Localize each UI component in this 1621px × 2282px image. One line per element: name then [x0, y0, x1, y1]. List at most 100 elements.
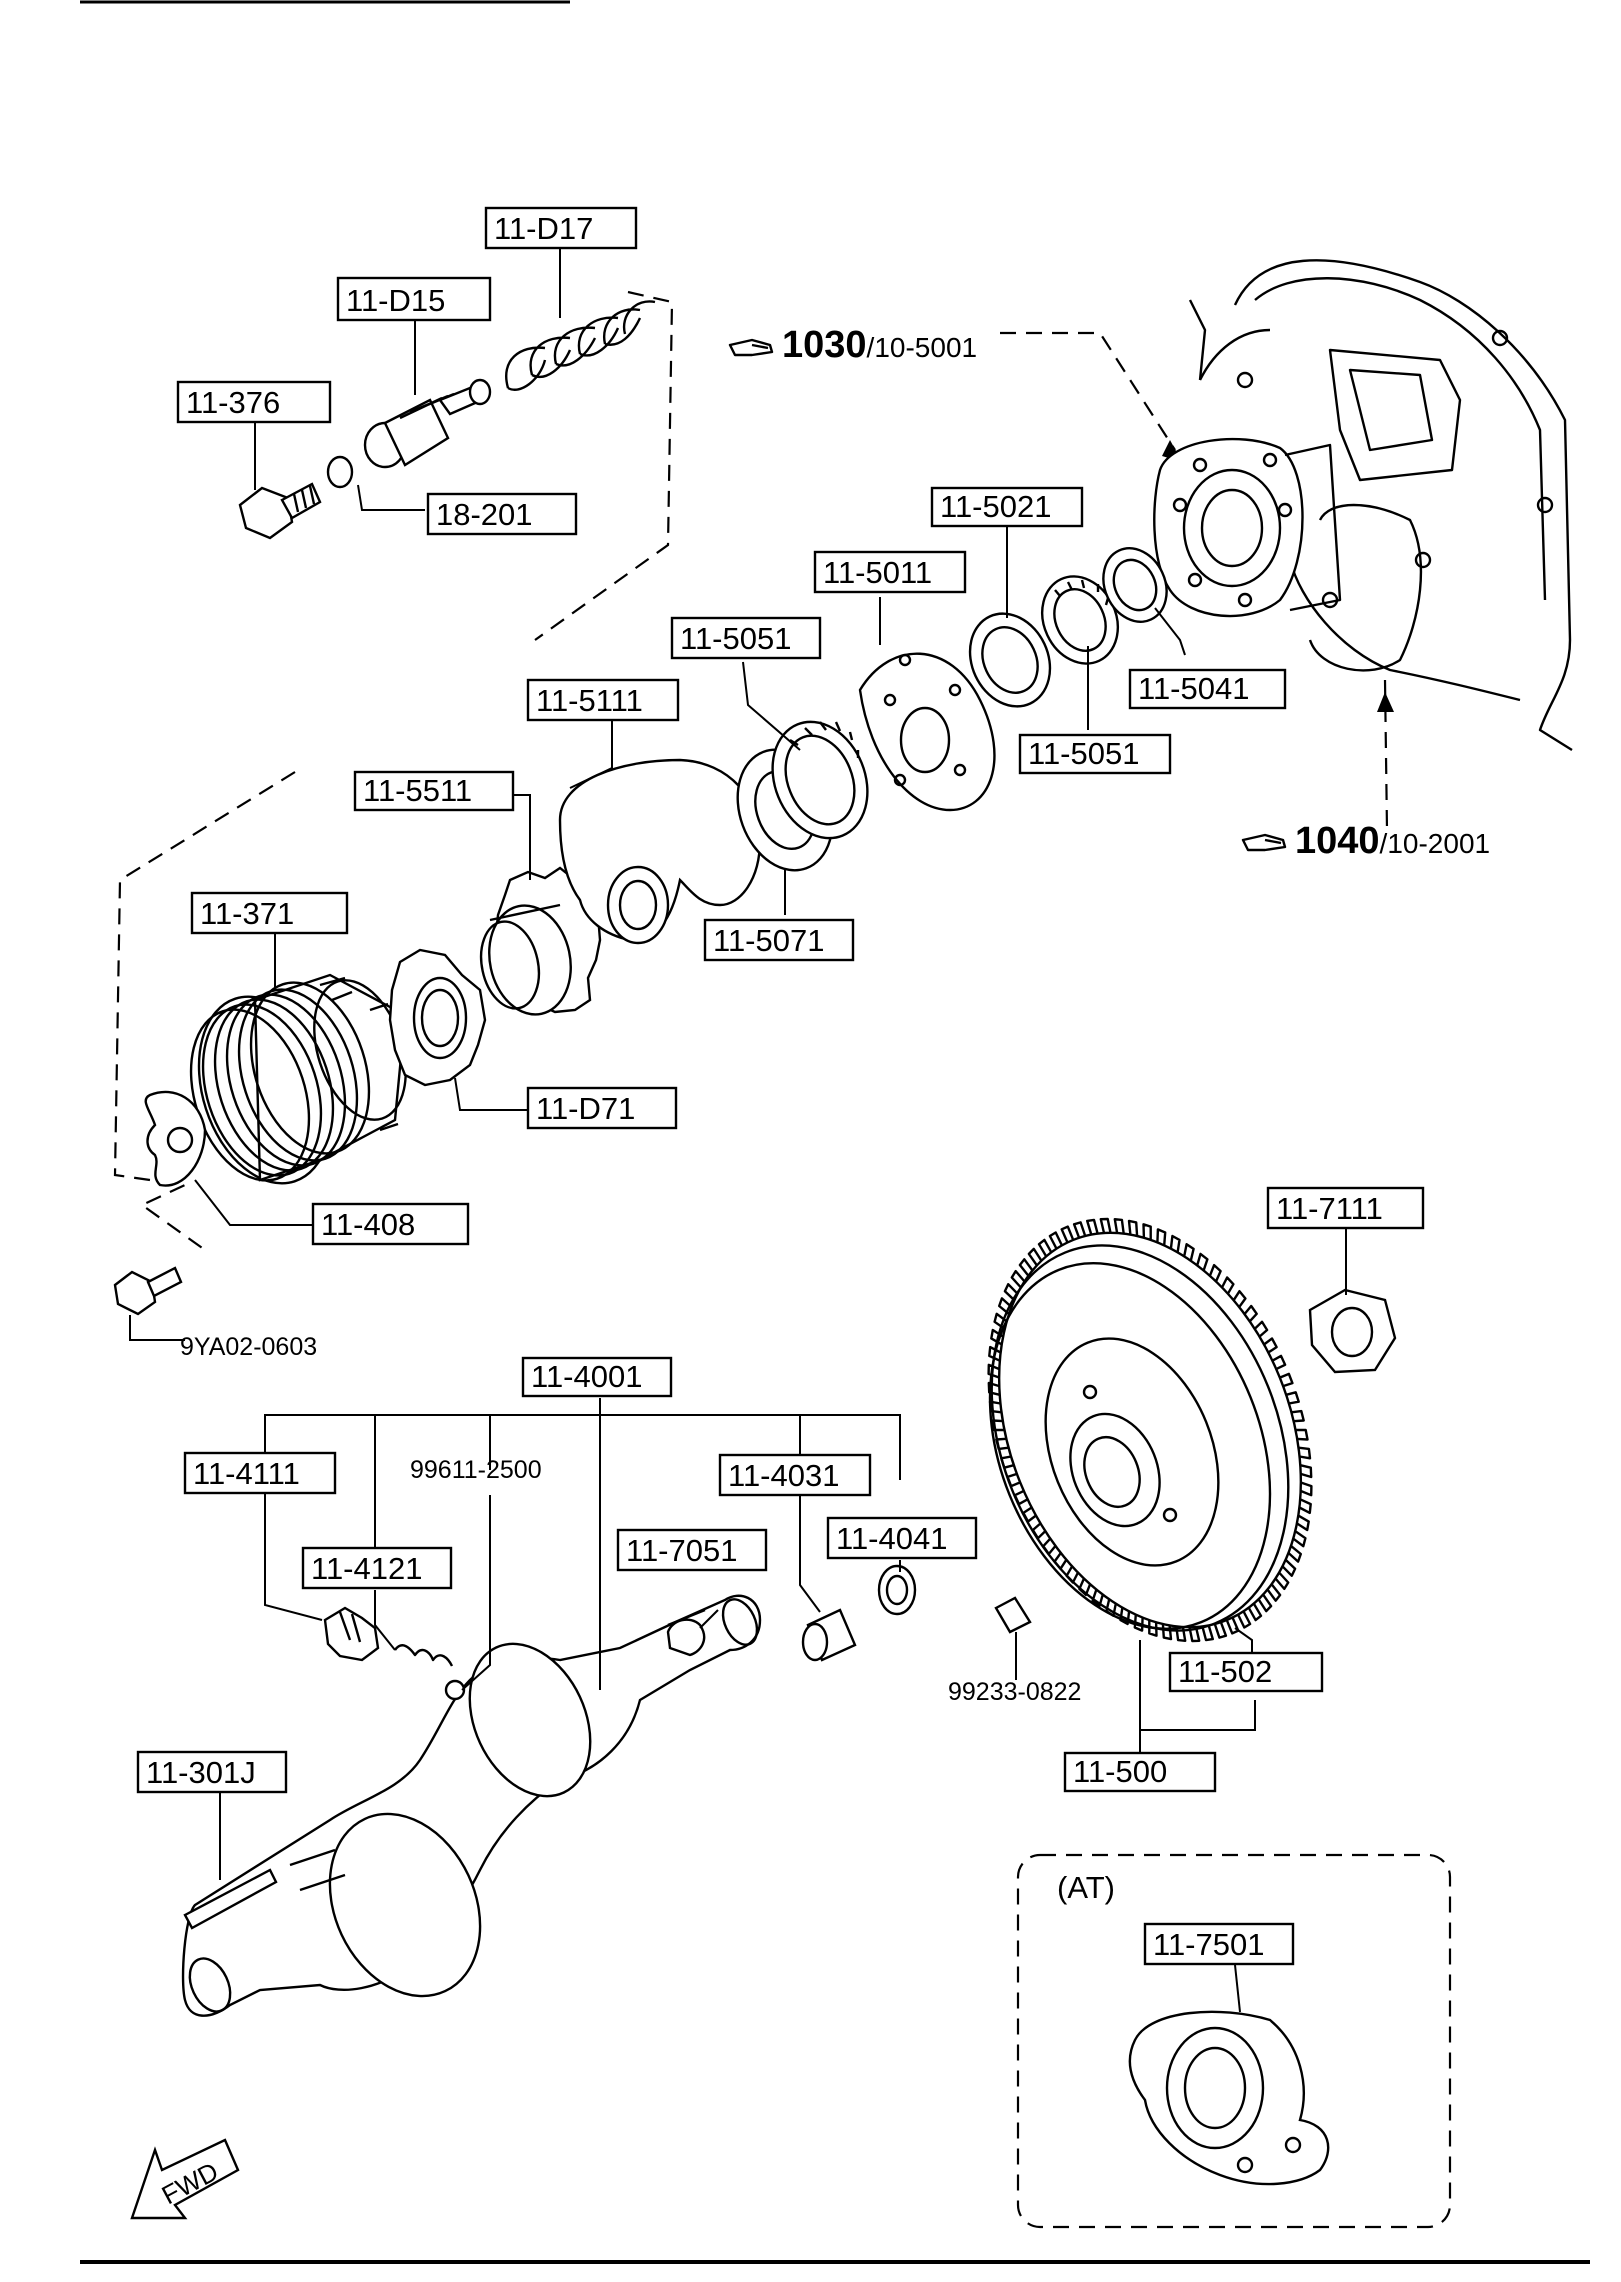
ball-99611-2500	[444, 1679, 466, 1701]
part-label-text: 11-5051	[1028, 736, 1139, 771]
spring-11-4121	[394, 1644, 454, 1667]
part-label-box	[353, 770, 515, 812]
part-label-3: 18-201	[426, 492, 578, 536]
part-label-4: 11-5021	[930, 486, 1084, 528]
forward-arrow-icon: FWD	[130, 2138, 240, 2220]
part-label-9: 11-5051	[1018, 733, 1172, 775]
part-label-box	[526, 678, 680, 722]
part-label-box	[1128, 668, 1287, 710]
part-label-box	[616, 1528, 768, 1572]
part-label-box	[521, 1356, 673, 1398]
part-label-text: 11-5011	[823, 555, 932, 590]
part-label-box	[136, 1750, 288, 1794]
part-label-text: 11-5511	[363, 773, 472, 808]
part-label-14: 11-408	[311, 1202, 470, 1246]
part-label-11: 11-5071	[703, 918, 855, 962]
part-label-text: 11-4001	[531, 1359, 642, 1394]
part-label-16: 11-4001	[521, 1356, 673, 1398]
part-label-5: 11-5011	[813, 550, 967, 594]
bolt-9YA02-0603	[113, 1266, 183, 1316]
part-label-box	[190, 891, 349, 935]
svg-text:1030/10-5001: 1030/10-5001	[782, 324, 977, 366]
part-label-text: 11-D17	[494, 211, 593, 246]
part-label-21: 11-7051	[616, 1528, 768, 1572]
part-label-22: 11-502	[1168, 1651, 1324, 1693]
part-label-text: 11-5071	[713, 923, 824, 958]
part-label-box	[813, 550, 967, 594]
pulley-plate-11-5111	[558, 758, 762, 945]
part-label-box	[484, 206, 638, 250]
part-label-15: 11-7111	[1266, 1186, 1425, 1230]
front-housing	[1153, 437, 1342, 618]
free-label-9YA02-0603: 9YA02-0603	[180, 1333, 317, 1361]
part-label-12: 11-371	[190, 891, 349, 935]
part-label-text: 18-201	[436, 497, 533, 532]
bearing-11-5051-a	[771, 720, 869, 840]
ref-1030-sub: /10-5001	[867, 332, 978, 363]
ring-11-5041	[1102, 547, 1168, 623]
arrow-1040-head	[1377, 692, 1394, 712]
part-label-text: 11-500	[1073, 1754, 1167, 1789]
part-label-text: 11-371	[200, 896, 294, 931]
pointing-hand-icon	[728, 338, 774, 357]
part-label-18: 11-4031	[718, 1453, 872, 1497]
part-label-box	[336, 276, 492, 322]
part-label-8: 11-5041	[1128, 668, 1287, 710]
dash-pulley-group	[113, 771, 296, 1251]
part-label-text: 11-502	[1178, 1654, 1272, 1689]
seal-11-4041	[877, 1564, 917, 1616]
part-label-text: 11-7501	[1153, 1927, 1264, 1962]
part-label-text: 11-4041	[836, 1521, 947, 1556]
free-label-99233-0822: 99233-0822	[948, 1678, 1081, 1706]
flywheel-11-500	[987, 1217, 1313, 1643]
plate-11-5011	[858, 652, 996, 812]
part-label-10: 11-5511	[353, 770, 515, 812]
part-label-20: 11-4121	[301, 1546, 453, 1590]
ref-1030: 1030/10-5001	[728, 324, 977, 366]
part-label-1: 11-D15	[336, 276, 492, 322]
lock-nut-11-7111	[1308, 1288, 1397, 1374]
part-label-19: 11-4041	[826, 1516, 978, 1560]
free-label-99611-2500: 99611-2500	[410, 1456, 542, 1484]
at-bearing-housing-11-7501	[1128, 2010, 1330, 2186]
part-label-box	[1143, 1922, 1295, 1966]
sprocket-11-5511	[479, 866, 602, 1016]
part-label-box	[703, 918, 855, 962]
svg-text:1040/10-2001: 1040/10-2001	[1295, 820, 1490, 862]
part-label-box	[1168, 1651, 1324, 1693]
part-label-text: 11-7111	[1276, 1191, 1383, 1226]
part-label-25: 11-7501	[1143, 1922, 1295, 1966]
part-label-box	[670, 616, 822, 660]
part-label-box	[930, 486, 1084, 528]
gear-11-D71	[388, 948, 487, 1087]
part-label-0: 11-D17	[484, 206, 638, 250]
part-label-17: 11-4111	[183, 1451, 337, 1495]
part-label-7: 11-5111	[526, 678, 680, 722]
part-label-text: 11-5021	[940, 489, 1051, 524]
bearing-11-5051-b	[1041, 575, 1119, 665]
part-label-text: 11-D71	[536, 1091, 635, 1126]
part-label-text: 11-408	[321, 1207, 415, 1242]
part-label-text: 11-301J	[146, 1755, 256, 1790]
race-11-5021	[968, 612, 1052, 708]
part-label-box	[526, 1086, 678, 1130]
part-label-13: 11-D71	[526, 1086, 678, 1130]
at-variant-label: (AT)	[1057, 1870, 1115, 1905]
pin-99233-0822	[994, 1596, 1032, 1634]
leader-lines	[129, 248, 1347, 2013]
part-label-text: 11-5051	[680, 621, 791, 656]
part-label-text: 11-D15	[346, 283, 445, 318]
part-label-box	[1266, 1186, 1425, 1230]
part-label-box	[1063, 1751, 1217, 1793]
part-label-box	[1018, 733, 1172, 775]
part-label-text: 11-4111	[193, 1456, 300, 1491]
ref-1030-number: 1030	[782, 324, 867, 366]
part-label-2: 11-376	[176, 380, 332, 424]
ref-1040-number: 1040	[1295, 820, 1380, 862]
lock-plate-11-408	[144, 1090, 207, 1187]
part-label-box	[826, 1516, 978, 1560]
o-ring-18-201	[326, 455, 354, 489]
